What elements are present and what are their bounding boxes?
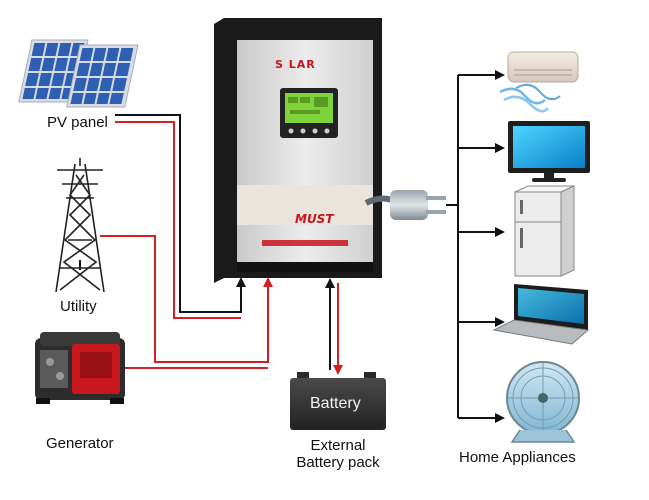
home-appliances-label: Home Appliances [459,449,576,466]
generator-label: Generator [46,435,114,452]
fridge-icon [514,185,575,277]
plug-icon [364,190,446,220]
utility-ac-wire-red [100,235,269,363]
laptop-icon [492,284,590,345]
solar-panel-icon [18,39,139,108]
external-line-2: Battery pack [296,454,380,471]
fan-icon [506,361,580,443]
inverter-brand: MUST [295,212,334,226]
external-battery-label: External Battery pack [283,437,393,471]
wiring [79,74,500,419]
tv-icon [508,121,590,182]
battery-box-label: Battery [310,395,361,412]
inverter-logo: S LAR [275,58,316,71]
air-conditioner-icon [499,51,579,113]
arrowheads [236,70,505,423]
battery-icon [290,372,386,430]
inverter-icon [214,18,382,283]
power-tower-icon [55,158,105,293]
external-line-1: External [310,437,366,454]
generator-icon [35,332,125,404]
pv-dc-wire-black [115,114,242,313]
utility-label: Utility [60,298,97,315]
pv-panel-label: PV panel [47,114,108,131]
pv-dc-wire-red [115,121,241,319]
